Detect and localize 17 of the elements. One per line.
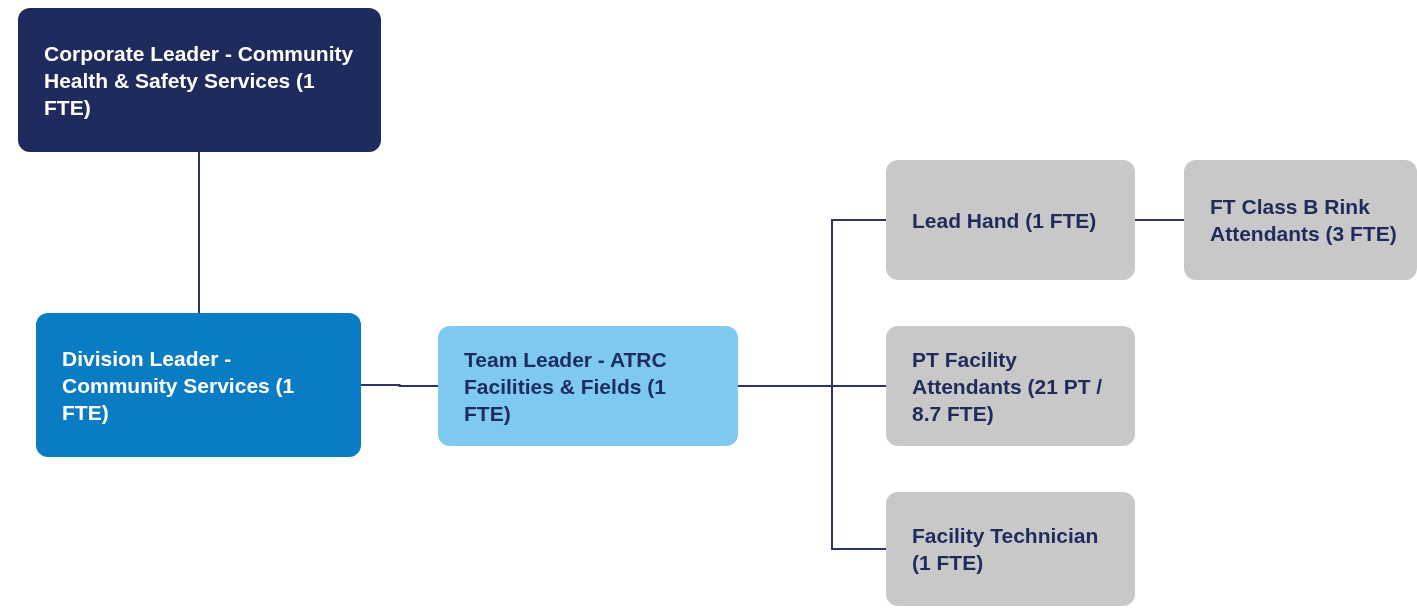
role-title: Lead Hand (1 FTE) <box>912 207 1098 234</box>
org-box <box>18 8 381 152</box>
org-box <box>438 326 738 446</box>
connector-line <box>198 151 200 314</box>
org-box <box>36 313 361 457</box>
connector-line <box>1134 219 1185 221</box>
role-title: Facility Technician (1 FTE) <box>912 523 1100 576</box>
connector-line <box>360 384 439 387</box>
role-title: Division Leader - Community Services (1 FTE) <box>62 345 296 426</box>
org-box <box>886 160 1135 280</box>
role-title: FT Class B Rink Attendants (3 FTE) <box>1210 194 1397 247</box>
org-box <box>886 492 1135 606</box>
org-box <box>886 326 1135 446</box>
role-title: Team Leader - ATRC Facilities & Fields (1 FTE) <box>464 346 668 427</box>
role-title: PT Facility Attendants (21 PT / 8.7 FTE) <box>912 346 1104 427</box>
org-box <box>1184 160 1417 280</box>
role-title: Corporate Leader - Community Health & Safety Services (1 FTE) <box>44 40 355 121</box>
